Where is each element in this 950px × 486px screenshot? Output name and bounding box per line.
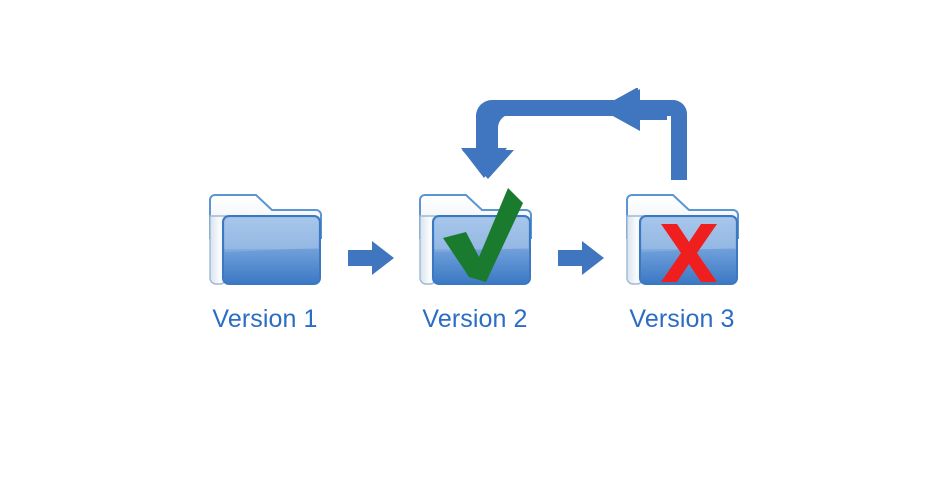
node-version-1[interactable]: Version 1 (185, 186, 345, 334)
node-label-version-2: Version 2 (422, 305, 528, 333)
arrow-right-icon-step-2 (557, 240, 605, 276)
folder-icon-version-1[interactable] (200, 186, 330, 291)
red-cross-icon (661, 224, 717, 282)
node-label-version-3: Version 3 (629, 305, 735, 333)
node-label-version-1: Version 1 (212, 305, 318, 333)
folder-icon-version-2[interactable] (410, 186, 540, 291)
green-check-icon (443, 188, 523, 282)
node-version-3[interactable]: Version 3 (602, 186, 762, 334)
node-version-2[interactable]: Version 2 (395, 186, 555, 334)
arrow-right-icon-step-1 (347, 240, 395, 276)
rollback-loop-arrow-icon (448, 88, 698, 180)
folder-icon-version-3[interactable] (617, 186, 747, 291)
